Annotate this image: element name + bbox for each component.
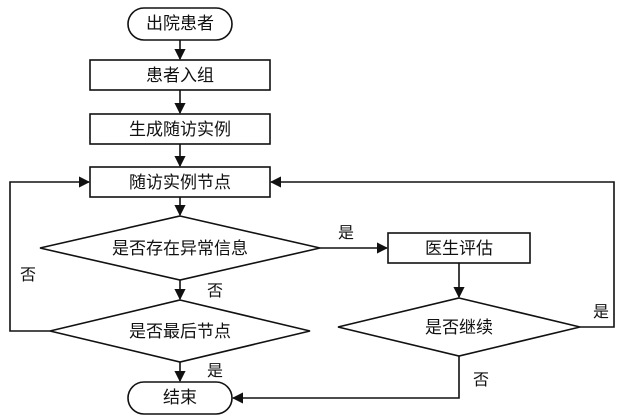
instance-node-label: 随访实例节点	[129, 173, 231, 193]
continue-no-label: 否	[473, 370, 489, 389]
edge-last-loop	[9, 176, 91, 332]
last-label: 是否最后节点	[129, 322, 231, 342]
continue-yes-label: 是	[593, 302, 609, 321]
end-label: 结束	[163, 388, 197, 408]
enroll-box	[89, 59, 271, 91]
start-label: 出院患者	[146, 14, 214, 34]
edge-continue-loop	[269, 176, 615, 328]
abnormal-no-label: 否	[207, 281, 223, 300]
continue-label: 是否继续	[425, 318, 493, 338]
enroll-label: 患者入组	[146, 66, 214, 86]
doctor-label: 医生评估	[425, 239, 493, 259]
last-yes-label: 是	[207, 361, 223, 380]
generate-label: 生成随访实例	[129, 120, 231, 140]
edge-continue-end	[231, 356, 460, 404]
last-no-label: 否	[20, 265, 36, 284]
abnormal-yes-label: 是	[338, 223, 354, 242]
abnormal-label: 是否存在异常信息	[112, 239, 248, 259]
